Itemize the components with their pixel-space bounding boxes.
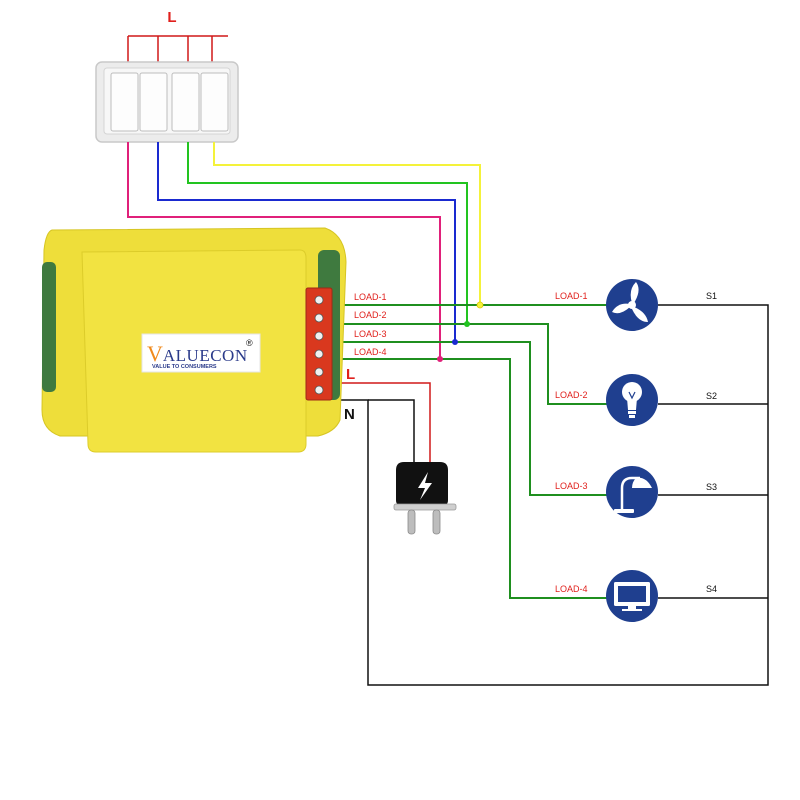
wire-switch-4 xyxy=(213,142,481,305)
load-3: LOAD-3 S3 xyxy=(555,466,717,518)
wire-load-4 xyxy=(330,358,607,599)
controller-output-2: LOAD-2 xyxy=(354,310,387,320)
switch-wires xyxy=(127,142,481,358)
switch-4[interactable] xyxy=(200,72,229,132)
wire-switch-1 xyxy=(127,142,441,358)
load-2: LOAD-2 S2 xyxy=(555,374,717,426)
switch-2[interactable] xyxy=(139,72,168,132)
load-4-label: LOAD-4 xyxy=(555,584,588,594)
switch-1[interactable] xyxy=(110,72,139,132)
switch-rockers xyxy=(110,72,229,132)
controller-output-3: LOAD-3 xyxy=(354,329,387,339)
wire-switch-3 xyxy=(187,142,468,324)
neutral-wiring xyxy=(330,304,769,686)
switchboard: L xyxy=(95,9,239,143)
controller-output-labels: LOAD-1 LOAD-2 LOAD-3 LOAD-4 L N xyxy=(344,292,387,423)
controller-input-live: L xyxy=(346,366,355,383)
switch-3[interactable] xyxy=(171,72,200,132)
controller-output-1: LOAD-1 xyxy=(354,292,387,302)
load-2-label: LOAD-2 xyxy=(555,390,588,400)
wire-live-input xyxy=(330,382,431,462)
supply-label-l: L xyxy=(167,9,176,26)
load-1-label: LOAD-1 xyxy=(555,291,588,301)
switch-label-s1: S1 xyxy=(706,291,717,301)
controller-module: VALUECON ® VALUE TO CONSUMERS xyxy=(41,227,347,453)
wire-load-3 xyxy=(330,341,607,496)
wire-neutral-main xyxy=(330,304,769,686)
terminal-screws xyxy=(314,295,324,395)
pcb-left xyxy=(42,262,56,392)
wire-junctions xyxy=(437,301,484,362)
switch-label-s2: S2 xyxy=(706,391,717,401)
wire-load-2 xyxy=(330,323,607,405)
switch-live-feed xyxy=(127,35,228,64)
load-4: LOAD-4 S4 xyxy=(555,570,717,622)
brand-initial: V xyxy=(147,341,163,366)
desk-lamp-icon[interactable] xyxy=(606,466,658,518)
switch-label-s3: S3 xyxy=(706,482,717,492)
brand-label xyxy=(141,333,261,373)
wire-neutral-input xyxy=(368,399,415,462)
lightning-icon xyxy=(418,472,432,500)
brand-registered: ® xyxy=(246,338,253,348)
controller-input-neutral: N xyxy=(344,406,355,423)
load-wires xyxy=(330,304,607,599)
load-1: LOAD-1 S1 xyxy=(555,279,717,331)
terminal-block xyxy=(305,287,333,401)
switch-label-s4: S4 xyxy=(706,584,717,594)
brand-name: ALUECON xyxy=(163,346,248,365)
live-input xyxy=(330,382,431,462)
load-3-label: LOAD-3 xyxy=(555,481,588,491)
controller-output-4: LOAD-4 xyxy=(354,347,387,357)
svg-text:VALUECON: VALUECON xyxy=(147,341,248,366)
brand-tagline: VALUE TO CONSUMERS xyxy=(152,364,217,370)
power-plug-icon xyxy=(393,462,457,535)
wire-switch-2 xyxy=(157,142,456,340)
